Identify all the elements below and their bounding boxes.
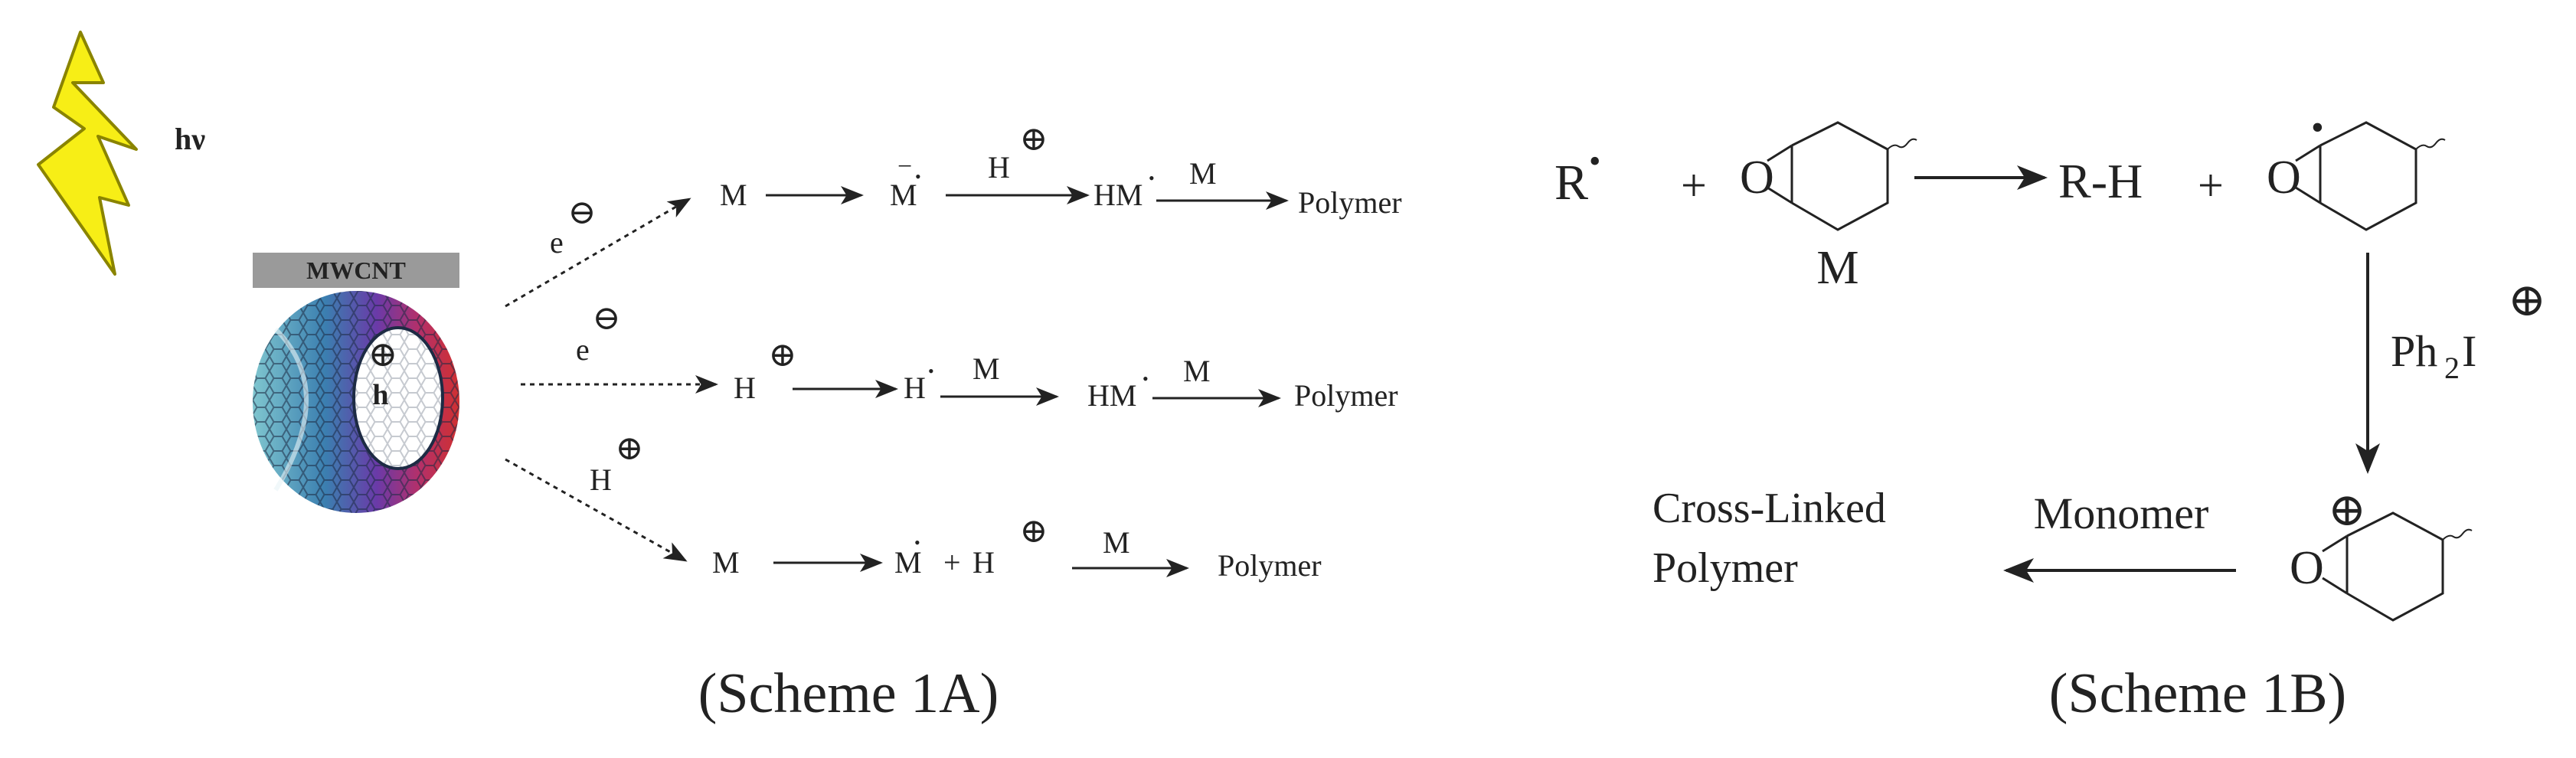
row2-m-over-arrow-2: M xyxy=(1183,354,1211,388)
product-line-1: Cross-Linked xyxy=(1652,485,1886,532)
row3-m-over-arrow: M xyxy=(1103,525,1130,560)
row2-product: Polymer xyxy=(1294,378,1398,413)
reagent-subscript: 2 xyxy=(2444,351,2460,385)
reagent-i: I xyxy=(2462,326,2476,376)
r-h-product: R-H xyxy=(2058,154,2143,208)
row3-plus-sign: + xyxy=(943,545,961,580)
row3-m-radical: M xyxy=(894,545,922,580)
row1-hm-dot: • xyxy=(1149,168,1155,188)
epoxide-oxygen: O xyxy=(1740,152,1774,204)
epoxide-cation-structure xyxy=(2322,511,2473,622)
row3-h: H xyxy=(973,545,995,580)
row1-anion-mark: − xyxy=(897,152,912,181)
hole-symbol: ⊕ xyxy=(368,335,398,374)
monomer-text: Monomer xyxy=(2034,488,2209,538)
row1-radical-dot: • xyxy=(915,167,921,186)
cation-charge: ⊕ xyxy=(2328,485,2366,535)
mwcnt-label: MWCNT xyxy=(306,256,406,284)
route-1-charge: ⊖ xyxy=(568,194,597,231)
row3-m-dot: • xyxy=(914,533,920,552)
route-arrow-1 xyxy=(505,198,691,308)
scheme-1a: hν MWCNT ⊕ h e ⊖ e ⊖ H ⊕ M M − • xyxy=(37,31,1402,725)
light-label: hν xyxy=(175,122,205,156)
scheme-1a-caption: (Scheme 1A) xyxy=(698,662,999,725)
row2-hm-dot: • xyxy=(1143,369,1149,388)
row2-h: H xyxy=(734,371,756,405)
row1-hm: HM xyxy=(1093,178,1143,212)
epoxide-monomer-structure xyxy=(1767,121,1917,231)
radical-r: R xyxy=(1554,155,1588,211)
row3-plus: ⊕ xyxy=(1020,512,1048,550)
row1-product: Polymer xyxy=(1298,185,1402,220)
scheme-1b: R • + O M R-H + O • Ph 2 I ⊕ xyxy=(1554,107,2546,725)
cation-oxygen: O xyxy=(2290,542,2324,594)
route-3-charge: ⊕ xyxy=(616,430,644,467)
row2-h-dot: • xyxy=(928,361,934,381)
monomer-label: M xyxy=(1816,242,1858,294)
row1-m-over-arrow: M xyxy=(1189,156,1217,191)
radical-oxygen: O xyxy=(2267,152,2301,204)
radical-site-dot: • xyxy=(2311,107,2324,148)
reagent-ph: Ph xyxy=(2391,326,2437,376)
row2-hm: HM xyxy=(1087,378,1136,413)
epoxide-radical-structure xyxy=(2295,121,2446,231)
route-2-carrier: e xyxy=(576,332,590,367)
hole-label: h xyxy=(372,379,388,411)
plus-2: + xyxy=(2198,160,2224,211)
row1-h: H xyxy=(988,150,1010,185)
lightning-bolt-icon xyxy=(37,31,138,276)
row1-plus: ⊕ xyxy=(1020,120,1048,158)
reagent-charge: ⊕ xyxy=(2508,275,2546,325)
scheme-1b-caption: (Scheme 1B) xyxy=(2049,662,2346,725)
nanotube-icon xyxy=(253,291,459,513)
row-3-sequence: M M • + H ⊕ M Polymer xyxy=(712,512,1322,583)
route-1-carrier: e xyxy=(550,225,564,260)
row2-m-over-arrow-1: M xyxy=(973,351,1000,386)
row-2-sequence: H ⊕ H • M HM • M Polymer xyxy=(734,336,1398,413)
product-line-2: Polymer xyxy=(1652,544,1798,592)
row-1-sequence: M M − • H ⊕ HM • M Polymer xyxy=(720,120,1402,220)
route-arrow-3 xyxy=(505,458,688,562)
plus-1: + xyxy=(1681,160,1707,211)
row1-m-anion: M xyxy=(890,178,917,212)
row3-product: Polymer xyxy=(1218,548,1322,583)
row2-h-radical: H xyxy=(904,371,926,405)
row3-m: M xyxy=(712,545,740,580)
row1-m: M xyxy=(720,178,747,212)
route-3-carrier: H xyxy=(590,462,612,497)
row2-plus: ⊕ xyxy=(769,336,797,374)
radical-r-dot: • xyxy=(1589,142,1600,180)
route-2-charge: ⊖ xyxy=(593,299,621,337)
mwcnt-label-bar xyxy=(253,253,459,288)
